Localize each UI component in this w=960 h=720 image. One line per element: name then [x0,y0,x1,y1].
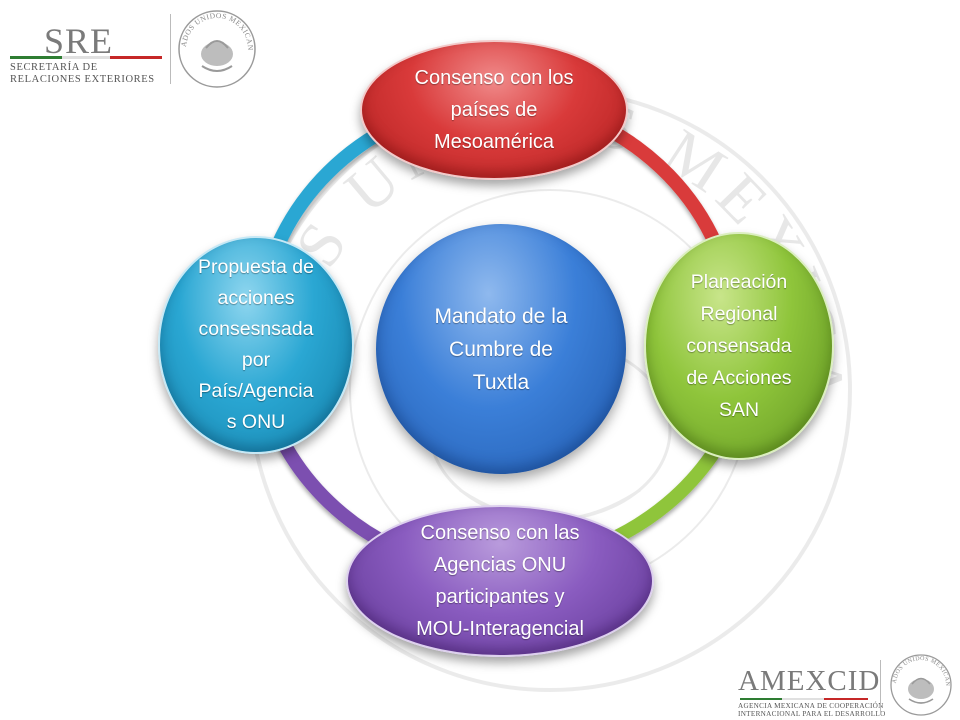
footer-seal-icon: ESTADOS UNIDOS MEXICANOS [888,652,952,716]
flag-bar-green [10,56,62,59]
node-top: Consenso con los países de Mesoamérica [360,40,628,180]
flag-bar-white [62,56,110,59]
footer-divider [880,660,881,714]
node-right: Planeación Regional consensada de Accion… [644,232,834,460]
amexcid-bar-green [740,698,782,700]
amexcid-subtitle-line2: INTERNACIONAL PARA EL DESARROLLO [738,710,886,718]
node-left: Propuesta de acciones consesnsada por Pa… [158,236,354,454]
node-top-label: Consenso con los países de Mesoamérica [414,67,574,153]
ring-arc-green [603,448,719,547]
header-divider [170,14,171,84]
sre-logo: SRE SECRETARÍA DE RELACIONES EXTERIORES … [8,8,288,88]
ring-arc-red [593,118,723,252]
amexcid-bar-red [824,698,868,700]
sre-subtitle-line2: RELACIONES EXTERIORES [10,74,155,85]
node-center: Mandato de la Cumbre de Tuxtla [376,224,626,474]
node-left-label: Propuesta de acciones consesnsada por Pa… [197,256,314,433]
amexcid-logo-text: AMEXCID [738,665,881,697]
seal-icon: ESTADOS UNIDOS MEXICANOS [176,8,256,88]
node-center-label: Mandato de la Cumbre de Tuxtla [434,304,568,394]
amexcid-subtitle-line1: AGENCIA MEXICANA DE COOPERACIÓN [738,702,884,710]
ring-arc-purple [275,433,387,547]
amexcid-bar-white [782,698,824,700]
node-right-label: Planeación Regional consensada de Accion… [686,271,792,421]
node-bottom: Consenso con las Agencias ONU participan… [346,505,654,657]
node-bottom-label: Consenso con las Agencias ONU participan… [416,522,584,640]
sre-logo-text: SRE [44,21,114,61]
sre-subtitle-line1: SECRETARÍA DE [10,62,98,73]
flag-bar-red [110,56,162,59]
ring-arc-cyan [271,123,392,252]
